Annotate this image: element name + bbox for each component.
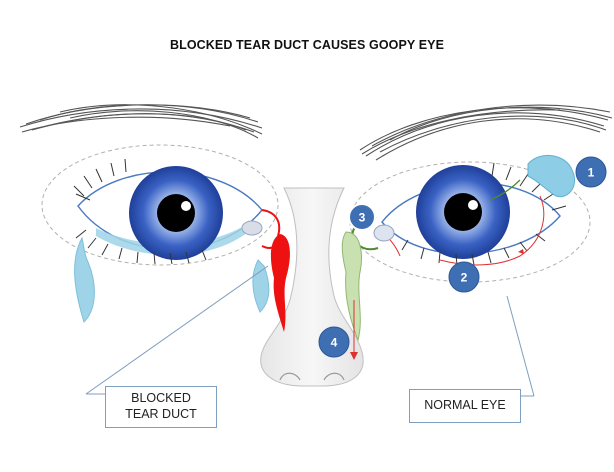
marker-3-label: 3 [359, 211, 366, 225]
right-flow-arrow [518, 249, 524, 254]
right-eyebrow [359, 104, 613, 161]
left-tear-gland [241, 220, 263, 236]
left-orbit-outline [41, 144, 279, 266]
diagram-title: BLOCKED TEAR DUCT CAUSES GOOPY EYE [169, 38, 445, 52]
right-tear-flow-green [489, 179, 521, 201]
left-eyelashes [73, 158, 207, 265]
marker-4-label: 4 [331, 336, 338, 350]
blocked-tear-duct-label: BLOCKED TEAR DUCT [105, 386, 217, 428]
normal-tear-duct [341, 231, 362, 342]
blocked-tear-duct [270, 234, 290, 332]
leader-line-normal [506, 295, 535, 397]
marker-1: 1 [575, 156, 607, 188]
left-pupil-highlight [181, 201, 191, 211]
left-pupil [157, 194, 195, 232]
marker-1-label: 1 [588, 166, 595, 180]
marker-4: 4 [318, 326, 350, 358]
marker-3: 3 [348, 203, 376, 231]
normal-eye-label: NORMAL EYE [409, 389, 521, 423]
left-eye [41, 144, 290, 332]
left-nostril [279, 372, 301, 381]
right-eye [341, 155, 591, 360]
right-nostril [323, 372, 345, 381]
drain-arrow-head [350, 352, 358, 360]
left-drain-upper [261, 209, 281, 237]
marker-2-label: 2 [461, 271, 468, 285]
lacrimal-gland [527, 155, 576, 198]
right-punctum [373, 224, 395, 242]
marker-2: 2 [448, 261, 480, 293]
left-tear-drop-outer [74, 236, 95, 323]
right-pupil-highlight [468, 200, 478, 210]
left-tear-pool [96, 222, 250, 256]
right-pupil [444, 193, 482, 231]
left-tear-drop-inner [252, 259, 270, 313]
left-eyebrow [19, 104, 263, 139]
leader-line-blocked [85, 265, 269, 395]
